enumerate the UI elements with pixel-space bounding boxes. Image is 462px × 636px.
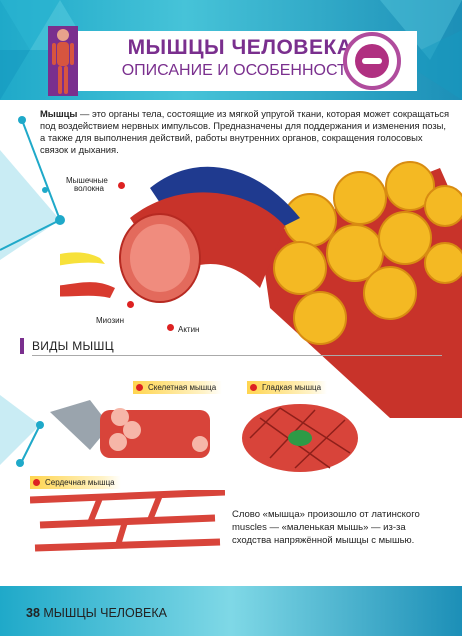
marker-dot	[167, 324, 174, 331]
footer-label: 38 МЫШЦЫ ЧЕЛОВЕКА	[26, 606, 167, 620]
intro-paragraph: Мышцы — это органы тела, состоящие из мя…	[40, 108, 450, 156]
label-actin: Актин	[178, 325, 200, 334]
network-decoration-lower	[0, 395, 44, 467]
tag-smooth: Гладкая мышца	[247, 381, 328, 394]
title-block: МЫШЦЫ ЧЕЛОВЕКА ОПИСАНИЕ И ОСОБЕННОСТИ	[90, 30, 390, 92]
smooth-muscle-illustration	[242, 404, 358, 472]
label-fibers-line2: волокна	[74, 184, 105, 193]
network-decoration	[0, 116, 65, 260]
skeletal-muscle-illustration	[50, 400, 210, 458]
section-logo-icon	[343, 32, 401, 90]
cardiac-muscle-illustration	[30, 490, 225, 552]
footer-title: МЫШЦЫ ЧЕЛОВЕКА	[43, 606, 167, 620]
muscle-anatomy-illustration	[60, 161, 462, 418]
page-footer	[0, 586, 462, 636]
page-title: МЫШЦЫ ЧЕЛОВЕКА	[127, 36, 353, 59]
page-number: 38	[26, 606, 40, 620]
marker-dot	[118, 182, 125, 189]
etymology-note: Слово «мышца» произошло от латинского mu…	[232, 509, 420, 546]
tag-skeletal: Скелетная мышца	[133, 381, 223, 394]
marker-dot	[127, 301, 134, 308]
muscle-bundle	[260, 161, 462, 418]
intro-text: — это органы тела, состоящие из мягкой у…	[40, 108, 450, 155]
section-header: ВИДЫ МЫШЦ	[20, 338, 450, 356]
section-marker	[20, 338, 24, 354]
triangle-pattern	[0, 0, 462, 100]
page-subtitle: ОПИСАНИЕ И ОСОБЕННОСТИ	[121, 62, 359, 79]
label-myosin: Миозин	[96, 316, 125, 325]
section-title: ВИДЫ МЫШЦ	[32, 339, 114, 353]
human-body-icon	[48, 26, 78, 96]
tag-cardiac: Сердечная мышца	[30, 476, 121, 489]
intro-term: Мышцы	[40, 108, 78, 119]
section-divider	[32, 355, 442, 356]
label-fibers-line1: Мышечные	[66, 176, 108, 185]
